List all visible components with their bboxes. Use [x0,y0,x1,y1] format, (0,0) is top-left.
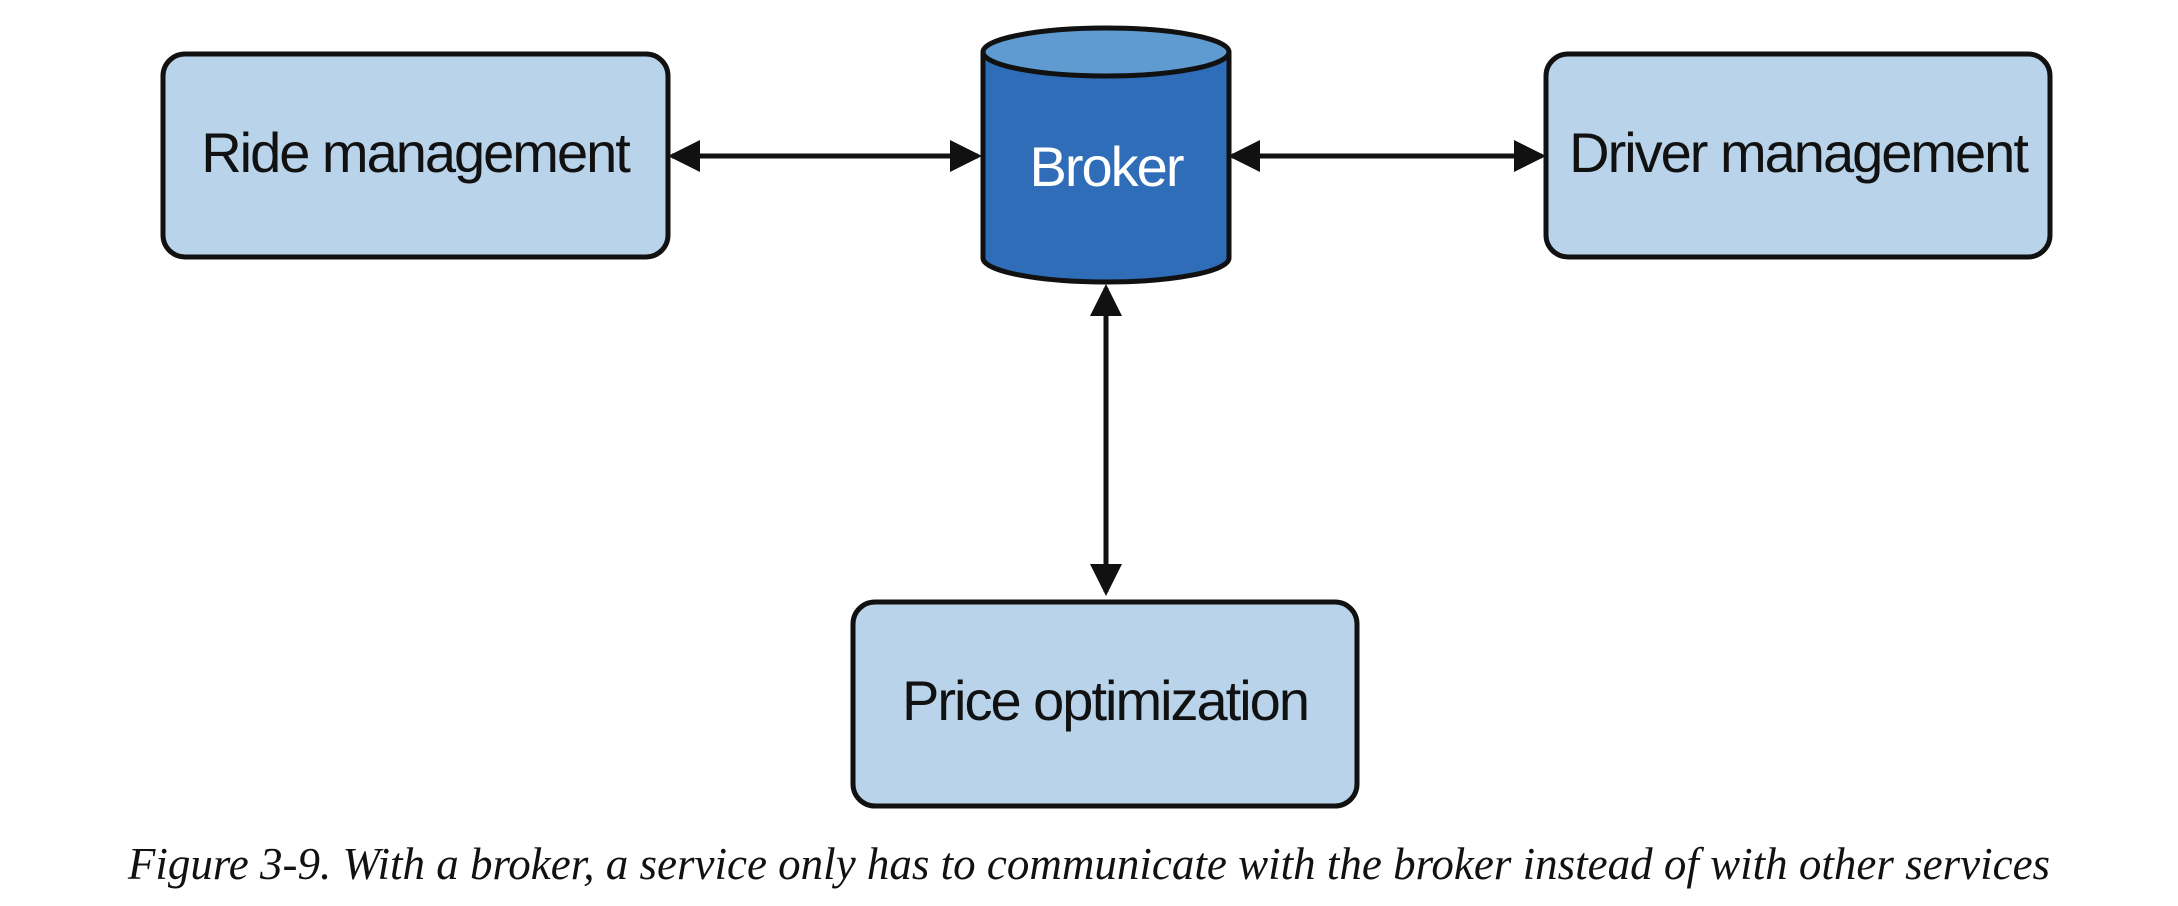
arrowhead-ride-management [668,140,700,172]
broker-cylinder-body [980,52,1232,285]
arrowhead-price-optimization [1090,564,1122,596]
ride-management-box [160,51,671,260]
broker-cylinder-top [980,25,1232,79]
broker-label: Broker [1030,135,1184,198]
arrowhead-driver-management [1514,140,1546,172]
price-optimization-box [850,599,1360,809]
figure-caption: Figure 3-9. With a broker, a service onl… [127,839,2051,889]
arrowhead-broker-bottom [1090,284,1122,316]
driver-management-node: Driver management [1543,51,2053,260]
price-optimization-label: Price optimization [902,669,1308,732]
ride-management-node: Ride management [160,51,671,260]
edges [668,140,1546,596]
driver-management-label: Driver management [1569,121,2029,184]
arrowhead-broker-left [950,140,982,172]
price-optimization-node: Price optimization [850,599,1360,809]
broker-node: Broker [980,25,1232,285]
driver-management-box [1543,51,2053,260]
ride-management-label: Ride management [201,121,631,184]
arrowhead-broker-right [1228,140,1260,172]
